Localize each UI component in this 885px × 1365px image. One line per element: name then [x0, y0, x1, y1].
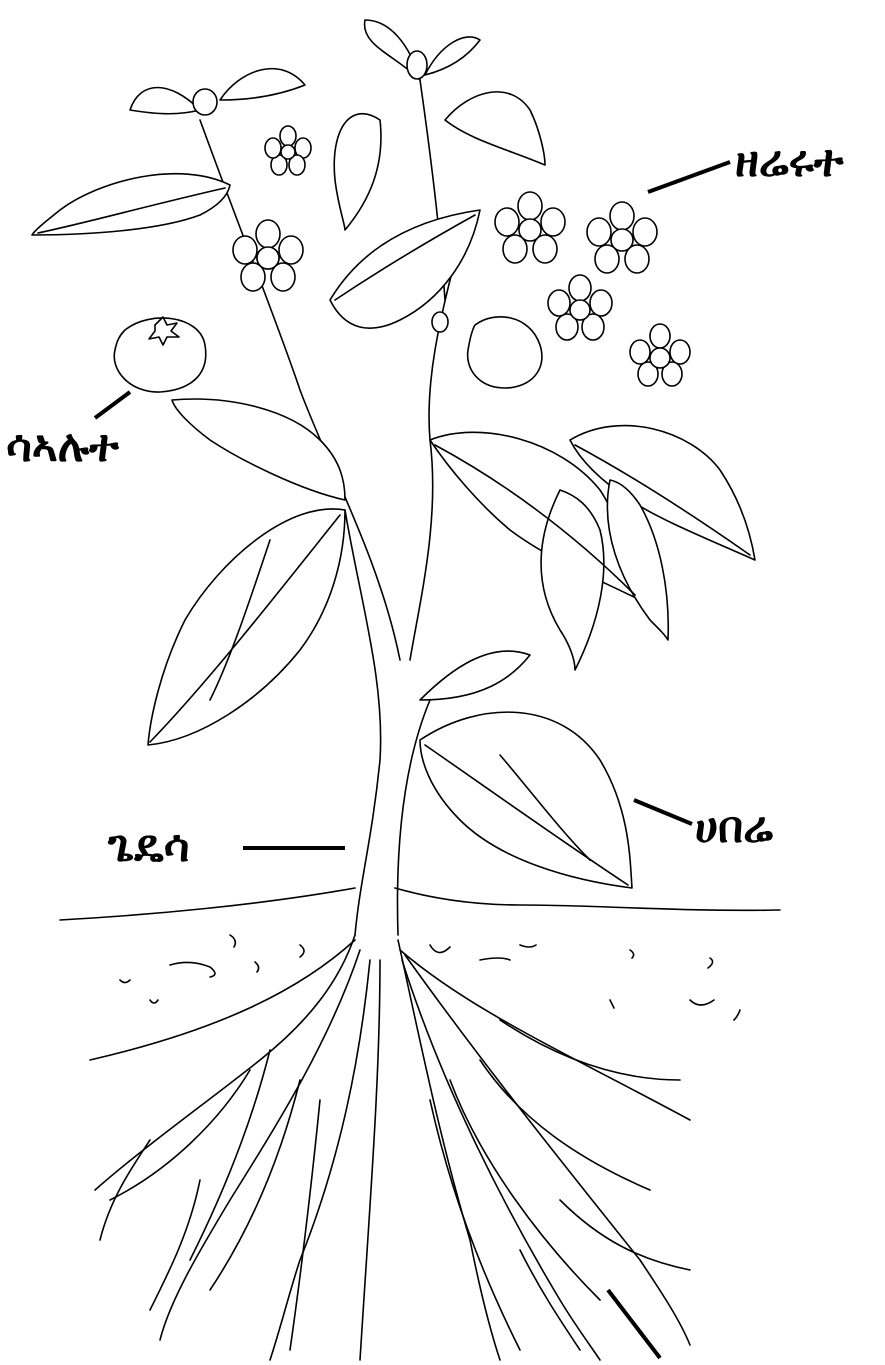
flower-leader-line: [648, 162, 730, 192]
ground-line: [60, 888, 780, 920]
label-stem: ጌዴሳ: [108, 825, 190, 869]
fruits: [114, 317, 542, 392]
label-leaf: ሀበሬ: [695, 806, 773, 850]
label-flower: ዘሬሩተ: [735, 140, 843, 184]
fruit-leader-line: [95, 392, 130, 418]
leaf-leader-line: [634, 800, 692, 824]
roots: [90, 935, 690, 1360]
leaves: [32, 20, 755, 888]
soil-specks: [120, 935, 740, 1020]
root-leader-line: [608, 1290, 660, 1358]
main-stem: [345, 510, 430, 935]
label-fruit: ሳኣሉተ: [6, 425, 119, 469]
